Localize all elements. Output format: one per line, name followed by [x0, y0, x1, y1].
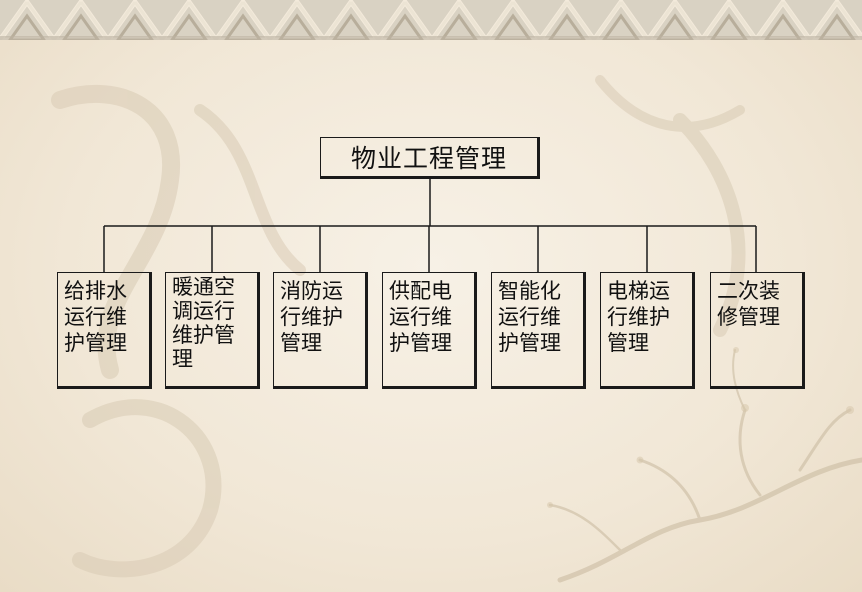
decorative-border-band: [0, 0, 862, 40]
child-node: 供配电运行维护管理: [382, 272, 477, 389]
child-node-label: 给排水运行维护管理: [64, 279, 127, 355]
calligraphy-watermark: [51, 75, 862, 583]
child-node-label: 供配电运行维护管理: [389, 279, 452, 355]
child-node: 消防运行维护管理: [273, 272, 368, 389]
child-node-label: 电梯运行维护管理: [607, 279, 670, 355]
child-node: 给排水运行维护管理: [57, 272, 152, 389]
child-node: 智能化运行维护管理: [491, 272, 586, 389]
child-node-label: 智能化运行维护管理: [498, 279, 561, 355]
child-node: 电梯运行维护管理: [600, 272, 695, 389]
child-node-label: 暖通空调运行维护管理: [172, 275, 235, 371]
child-node: 二次装修管理: [710, 272, 805, 389]
child-node: 暖通空调运行维护管理: [165, 272, 260, 389]
child-node-label: 二次装修管理: [717, 279, 780, 329]
root-node-label: 物业工程管理: [350, 144, 507, 173]
root-node: 物业工程管理: [320, 137, 540, 179]
child-node-label: 消防运行维护管理: [280, 279, 343, 355]
